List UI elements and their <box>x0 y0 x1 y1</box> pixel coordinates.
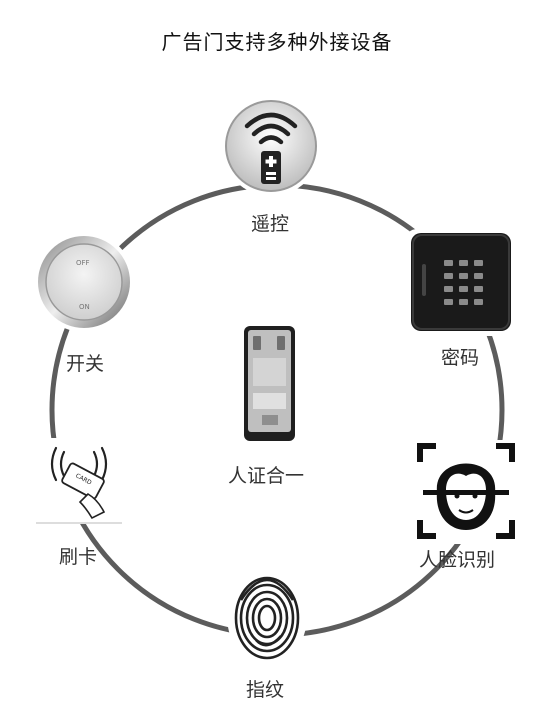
device-label-remote: 遥控 <box>251 213 290 235</box>
face-recognition-icon <box>414 440 518 544</box>
center-label: 人证合一 <box>228 465 305 487</box>
switch-off-text: OFF <box>76 259 90 267</box>
remote-wifi-icon <box>221 96 321 196</box>
id-card-reader-icon <box>244 326 295 441</box>
device-label-face: 人脸识别 <box>419 549 496 571</box>
device-label-keypad: 密码 <box>441 347 480 369</box>
page-title: 广告门支持多种外接设备 <box>161 30 393 54</box>
device-label-fingerprint: 指纹 <box>246 679 285 701</box>
device-label-card: 刷卡 <box>59 546 98 568</box>
keypad-icon <box>405 229 513 336</box>
device-label-switch: 开关 <box>66 353 105 375</box>
switch-button-icon <box>34 232 134 332</box>
switch-on-text: ON <box>79 303 90 311</box>
fingerprint-icon <box>227 566 307 666</box>
card-swipe-icon <box>36 438 122 524</box>
